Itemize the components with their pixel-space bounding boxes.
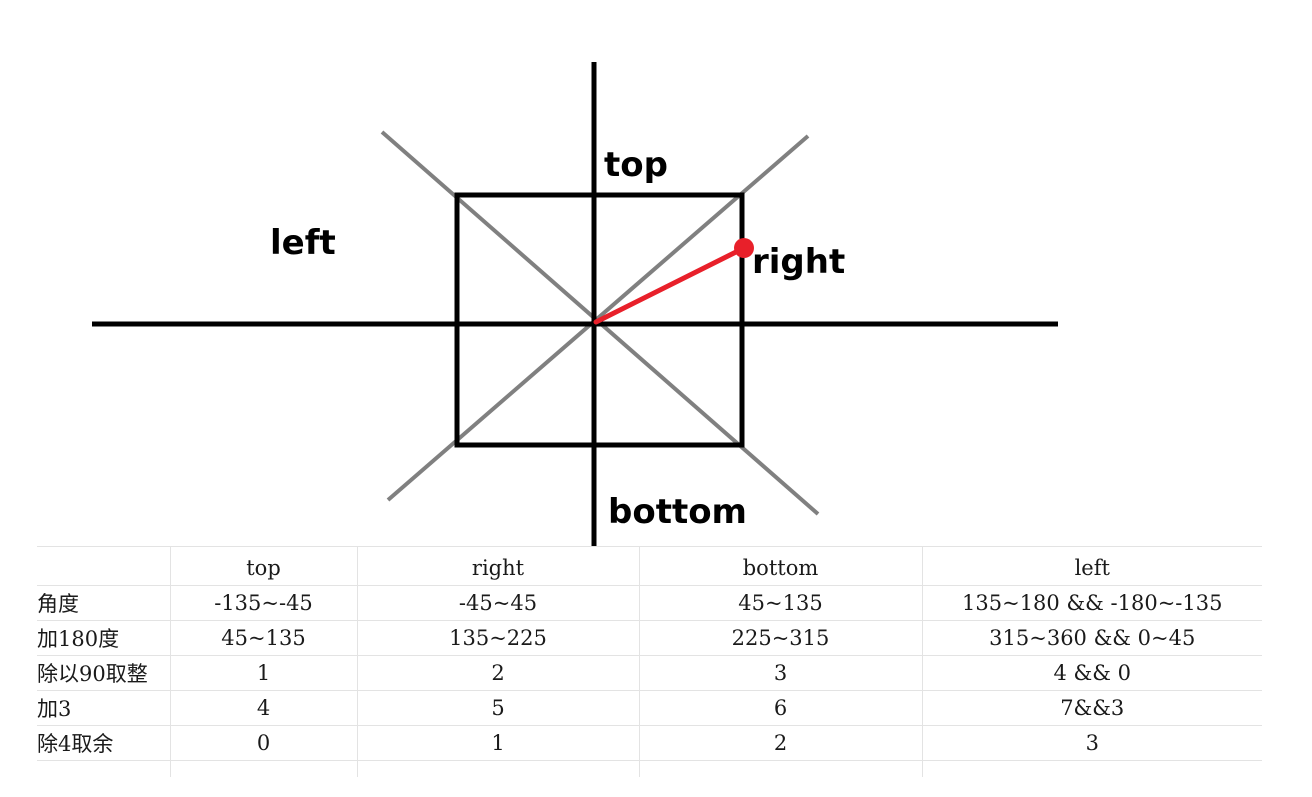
table-cell: 45~135 — [638, 585, 922, 621]
table-cell: 3 — [921, 725, 1262, 761]
table-header-bottom: bottom — [638, 546, 922, 586]
table-row-angle: 角度 -135~-45 -45~45 45~135 135~180 && -18… — [37, 585, 1262, 621]
table-header-top: top — [169, 546, 357, 586]
table-header-left: left — [921, 546, 1262, 586]
table-cell: 315~360 && 0~45 — [921, 620, 1262, 656]
table-cell: 135~180 && -180~-135 — [921, 585, 1262, 621]
label-right: right — [752, 242, 845, 282]
vector-endpoint — [734, 238, 754, 258]
blank-cell — [638, 760, 922, 777]
row-label: 加180度 — [37, 620, 170, 656]
table-cell: 1 — [169, 655, 357, 691]
table-cell: -45~45 — [356, 585, 639, 621]
table-row-plus-3: 加3 4 5 6 7&&3 — [37, 690, 1262, 726]
blank-cell — [169, 760, 357, 777]
row-label: 加3 — [37, 690, 170, 726]
row-label: 除以90取整 — [37, 655, 170, 691]
angle-mapping-table: top right bottom left 角度 -135~-45 -45~45… — [37, 546, 1262, 797]
table-cell: 4 && 0 — [921, 655, 1262, 691]
table-cell: 1 — [356, 725, 639, 761]
table-cell: 135~225 — [356, 620, 639, 656]
center-square — [454, 192, 745, 448]
table-header-corner — [37, 546, 170, 586]
table-cell: 45~135 — [169, 620, 357, 656]
table-row-div-90: 除以90取整 1 2 3 4 && 0 — [37, 655, 1262, 691]
table-cell: 225~315 — [638, 620, 922, 656]
table-cell: 4 — [169, 690, 357, 726]
table-header-right: right — [356, 546, 639, 586]
direction-vector — [593, 245, 747, 325]
blank-cell — [37, 761, 170, 778]
table-cell: 2 — [638, 725, 922, 761]
row-label: 角度 — [37, 585, 170, 621]
table-cell: 7&&3 — [921, 690, 1262, 726]
table-cell: -135~-45 — [169, 585, 357, 621]
label-left: left — [270, 223, 336, 263]
label-top: top — [604, 145, 668, 185]
table-header-row: top right bottom left — [37, 546, 1262, 586]
table-cell: 0 — [169, 725, 357, 761]
table-blank-row — [37, 760, 1262, 778]
label-bottom: bottom — [608, 492, 747, 532]
table-cell: 6 — [638, 690, 922, 726]
blank-cell — [921, 760, 1262, 777]
table-row-mod-4: 除4取余 0 1 2 3 — [37, 725, 1262, 761]
table-row-plus-180: 加180度 45~135 135~225 225~315 315~360 && … — [37, 620, 1262, 656]
row-label: 除4取余 — [37, 725, 170, 761]
blank-cell — [356, 760, 639, 777]
table-cell: 5 — [356, 690, 639, 726]
table-cell: 3 — [638, 655, 922, 691]
table-cell: 2 — [356, 655, 639, 691]
